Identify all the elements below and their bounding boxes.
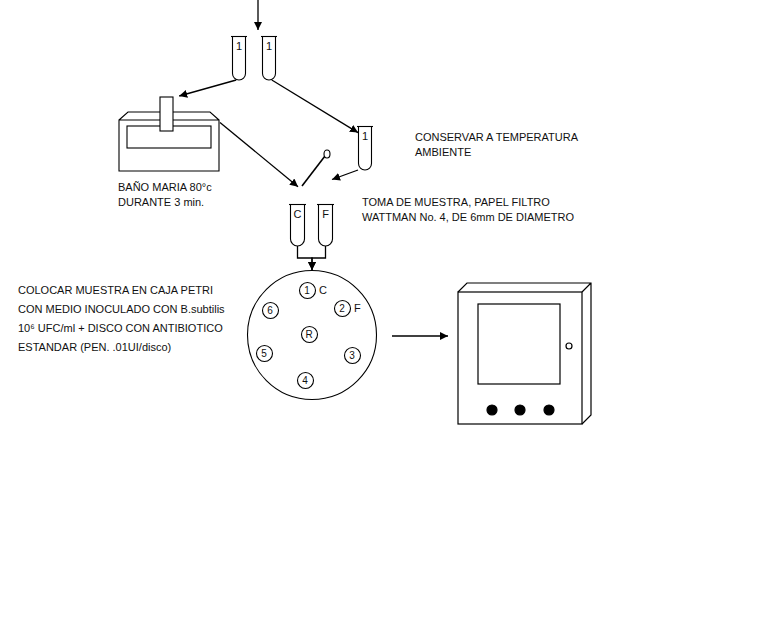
test-tube: C [290,204,305,246]
incubator-side [458,283,591,424]
disc-outline [344,347,360,363]
node-label: 1 [358,129,372,144]
incubator-arrow [392,335,448,336]
water-bath-shape [118,96,220,172]
node-label: R [301,326,318,343]
incubator [458,283,591,424]
node-label: 1 [232,39,246,54]
node-label: 1 [262,39,276,54]
sampling-stick-shape [298,148,332,190]
node-label: 3 [344,347,361,364]
node-label: F [318,207,333,222]
node-label: C [290,207,305,222]
disc-outline [297,372,313,388]
test-tube: 1 [358,126,372,170]
node-caption: F [354,301,366,316]
incubator-front [458,292,582,424]
node-caption: C [319,283,331,298]
tube-outline [359,126,372,170]
flow-arrow [298,246,313,270]
flow-arrow [220,123,298,187]
tube-outline [319,204,333,246]
node-label: 6 [262,302,279,319]
filter-paper [324,150,330,158]
flow-arrow [312,246,326,270]
tube-rim [261,36,277,37]
disc-outline [299,282,315,298]
petri-dish: C F 1 2 3 4 5 6R [247,270,377,400]
procedure-note: COLOCAR MUESTRA EN CAJA PETRI CON MEDIO … [18,281,233,357]
antibiotic-disc: 6 [262,302,279,319]
disc-outline [334,300,350,316]
node-label: 5 [256,345,273,362]
incubator-knob [566,343,572,349]
sampling-stick: TOMA DE MUESTRA, PAPEL FILTRO WATTMAN No… [298,148,332,190]
antibiotic-disc: 4 [297,372,314,389]
incubator-button [544,405,554,415]
dish-outline [248,271,377,400]
node-caption: TOMA DE MUESTRA, PAPEL FILTRO WATTMAN No… [362,195,607,225]
bath-tube [160,97,173,131]
test-tube: 1 [262,36,276,80]
entry-arrow [257,0,258,30]
incubator-button [487,405,497,415]
tube-outline [263,36,276,80]
antibiotic-disc: 3 [344,347,361,364]
tube-outline [291,204,305,246]
note: CONSERVAR A TEMPERATURA AMBIENTE [415,130,620,160]
antibiotic-disc: 1 [299,282,316,299]
tube-rim [357,126,373,127]
test-tube: F [318,204,333,246]
stick-line [302,156,325,186]
flow-arrow [179,80,236,96]
antibiotic-disc: R [301,326,318,343]
disc-outline [256,345,272,361]
tube-rim [231,36,247,37]
tube-outline [233,36,246,80]
incubator-door [478,304,560,384]
test-tube: 1 [232,36,246,80]
antibiotic-disc: 2 [334,300,351,317]
node-caption: BAÑO MARIA 80°c DURANTE 3 min. [118,180,230,210]
flow-arrow [272,80,358,133]
node-label: 2 [334,300,351,317]
incubator-button [515,405,525,415]
tube-rim [289,204,306,205]
disc-outline [262,302,278,318]
water-bath: BAÑO MARIA 80°c DURANTE 3 min. [118,96,220,172]
antibiotic-disc: 5 [256,345,273,362]
tube-rim [317,204,334,205]
disc-outline [301,326,317,342]
flow-arrow [332,170,358,180]
node-label: 1 [299,282,316,299]
node-label: 4 [297,372,314,389]
